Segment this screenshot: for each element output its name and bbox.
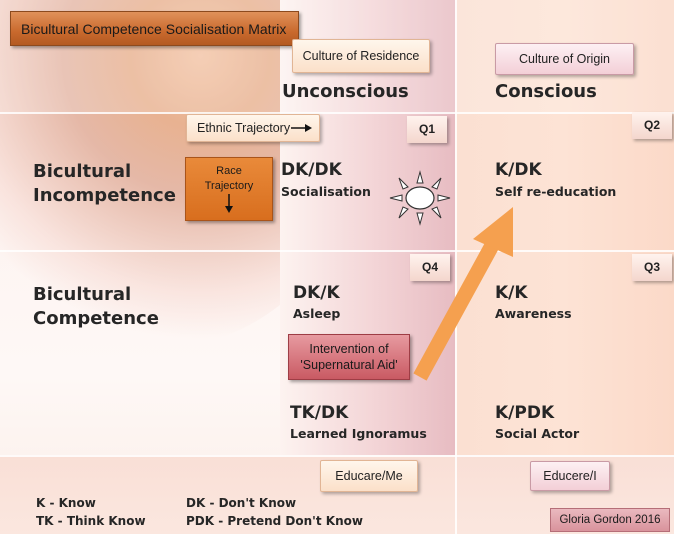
legend-know: K - Know: [36, 496, 96, 510]
quadrant-q4-code: DK/K: [293, 283, 340, 303]
column-heading-conscious: Conscious: [495, 81, 597, 102]
divider-line: [0, 250, 674, 252]
educere-label: Educere/I: [530, 461, 610, 491]
row-heading-line: Bicultural: [33, 284, 132, 305]
quadrant-q1-code: DK/DK: [281, 160, 342, 180]
row-heading-line: Bicultural: [33, 161, 132, 182]
quadrant-q4-desc: Asleep: [293, 306, 341, 321]
quadrant-tag-q2: Q2: [632, 112, 672, 139]
legend-pretend-dont-know: PDK - Pretend Don't Know: [186, 514, 363, 528]
race-trajectory-line: Trajectory: [204, 180, 254, 192]
quadrant-q2-code: K/DK: [495, 160, 542, 180]
intervention-line: 'Supernatural Aid': [300, 358, 398, 372]
page-title: Bicultural Competence Socialisation Matr…: [10, 11, 299, 46]
column-heading-unconscious: Unconscious: [282, 81, 409, 102]
diagonal-arrow-icon: [400, 205, 530, 395]
divider-line: [0, 112, 674, 114]
quadrant-q2-desc: Self re-education: [495, 184, 617, 199]
intervention-line: Intervention of: [309, 342, 389, 356]
divider-line: [0, 455, 674, 457]
race-trajectory-line: Race: [216, 165, 242, 177]
tk-dk-desc: Learned Ignoramus: [290, 426, 427, 441]
right-arrow-icon: [291, 116, 313, 142]
quadrant-q3-desc: Awareness: [495, 306, 572, 321]
k-pdk-code: K/PDK: [495, 403, 555, 423]
down-arrow-icon: [186, 194, 272, 219]
quadrant-tag-q3: Q3: [632, 254, 672, 281]
k-pdk-desc: Social Actor: [495, 426, 580, 441]
row-heading-line: Competence: [33, 308, 159, 329]
legend-think-know: TK - Think Know: [36, 514, 146, 528]
culture-of-origin-label: Culture of Origin: [495, 43, 634, 75]
quadrant-tag-q1: Q1: [407, 116, 447, 143]
quadrant-q1-desc: Socialisation: [281, 184, 371, 199]
race-trajectory-box: Race Trajectory: [185, 157, 273, 221]
intervention-box: Intervention of 'Supernatural Aid': [288, 334, 410, 380]
row-heading-line: Incompetence: [33, 185, 176, 206]
legend-dont-know: DK - Don't Know: [186, 496, 297, 510]
ethnic-trajectory-label: Ethnic Trajectory: [186, 114, 320, 142]
quadrant-tag-q4: Q4: [410, 254, 450, 281]
culture-of-residence-label: Culture of Residence: [292, 39, 430, 73]
educare-label: Educare/Me: [320, 460, 418, 492]
quadrant-q3-code: K/K: [495, 283, 528, 303]
ethnic-trajectory-text: Ethnic Trajectory: [197, 121, 291, 135]
row-heading-bicultural-incompetence: Bicultural Incompetence: [33, 160, 176, 208]
row-heading-bicultural-competence: Bicultural Competence: [33, 283, 159, 331]
author-credit: Gloria Gordon 2016: [550, 508, 670, 532]
sun-icon: [388, 170, 452, 231]
divider-line: [455, 0, 457, 534]
tk-dk-code: TK/DK: [290, 403, 349, 423]
